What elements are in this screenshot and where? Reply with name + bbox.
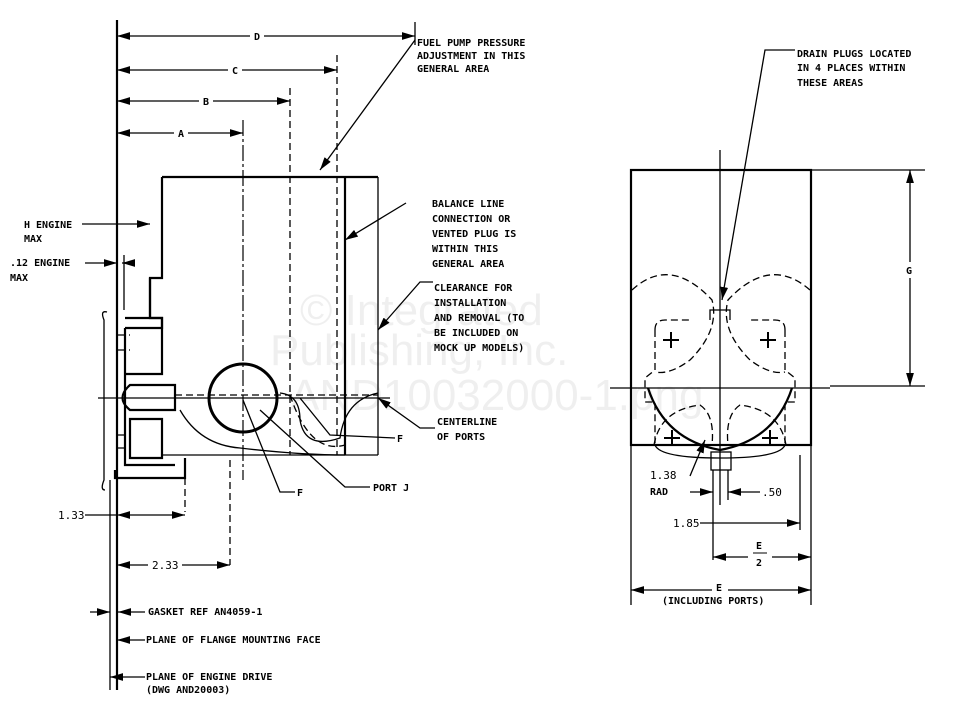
dim-f-right: F [397, 434, 403, 445]
dim-2-33: 2.33 [152, 559, 179, 572]
dim-g: G [906, 266, 912, 277]
radius-value: 1.38 [650, 469, 677, 482]
dim-1-85: 1.85 [673, 517, 700, 530]
dim-d: D [254, 32, 260, 43]
end-view: G DRAIN PLUGS LOCATED IN 4 PLACES WITHIN… [610, 49, 925, 607]
watermark: © Integrated Publishing, Inc. AND1003200… [270, 286, 703, 420]
dim-e-half-den: 2 [756, 558, 762, 569]
balance-line-note: BALANCE LINE CONNECTION OR VENTED PLUG I… [432, 199, 522, 270]
flange-plane-label: PLANE OF FLANGE MOUNTING FACE [146, 635, 321, 646]
dim-0-50: .50 [762, 486, 782, 499]
dim-1-33: 1.33 [58, 509, 85, 522]
radius-label: RAD [650, 487, 668, 498]
clearance-note: CLEARANCE FOR INSTALLATION AND REMOVAL (… [434, 283, 530, 354]
port-j-label: PORT J [373, 483, 409, 494]
drain-plug-icons [663, 332, 778, 446]
dim-e-note: (INCLUDING PORTS) [662, 596, 764, 607]
svg-text:AND10032000-1.png: AND10032000-1.png [290, 371, 703, 420]
svg-text:© Integrated: © Integrated [300, 286, 543, 335]
fuel-pump-note: FUEL PUMP PRESSURE ADJUSTMENT IN THIS GE… [417, 38, 531, 75]
dim-e: E [716, 583, 722, 594]
svg-text:Publishing, Inc.: Publishing, Inc. [270, 326, 568, 375]
engine-12-label: .12 ENGINE MAX [10, 258, 76, 284]
dim-c: C [232, 66, 238, 77]
h-engine-label: H ENGINE MAX [24, 220, 78, 245]
gasket-label: GASKET REF AN4059-1 [148, 607, 262, 618]
dim-f-bottom: F [297, 488, 303, 499]
drain-plugs-note: DRAIN PLUGS LOCATED IN 4 PLACES WITHIN T… [797, 49, 917, 89]
dim-a: A [178, 129, 184, 140]
side-view: D C B A [10, 20, 531, 696]
dim-e-half-num: E [756, 541, 762, 552]
dim-b: B [203, 97, 209, 108]
engine-drive-label: PLANE OF ENGINE DRIVE (DWG AND20003) [146, 672, 278, 696]
centerline-note: CENTERLINE OF PORTS [437, 417, 503, 443]
